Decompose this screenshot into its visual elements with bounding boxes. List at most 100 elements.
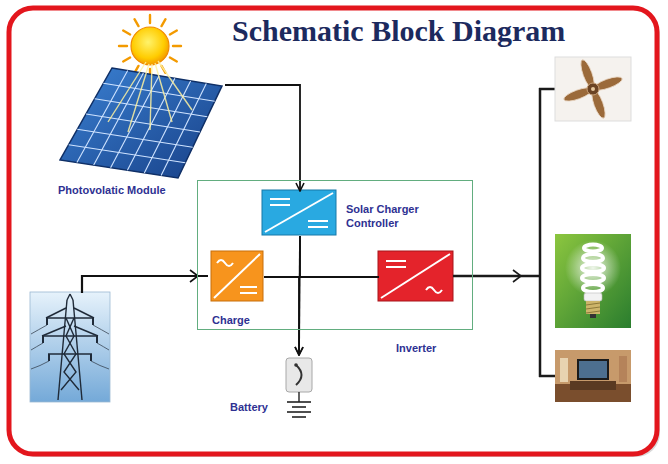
sun-icon (123, 58, 130, 62)
bulb-icon (583, 284, 603, 292)
sun-icon (119, 15, 181, 77)
bulb-icon (584, 245, 602, 252)
converter-symbols (308, 226, 328, 228)
light-beams (108, 61, 192, 132)
label-slot: Solar Charger Controller (346, 203, 438, 231)
block-label: Solar Charger Controller (346, 203, 438, 231)
power-pylon (42, 336, 44, 343)
sun-icon (119, 15, 181, 77)
power-pylon (91, 361, 109, 369)
converter-block: Solar Charger Controller (263, 191, 337, 236)
tv-room-icon (570, 381, 616, 390)
battery-symbol (287, 411, 311, 413)
tv-room-icon (555, 350, 631, 402)
converter-symbols (378, 251, 453, 301)
load-wires (513, 270, 521, 282)
block-label: Inverter (396, 342, 466, 356)
power-pylon (43, 318, 97, 361)
bulb-icon (555, 234, 631, 328)
sun-icon (162, 19, 166, 26)
sun-icon (135, 19, 139, 26)
sun-icon (149, 15, 151, 23)
power-pylon (92, 318, 94, 325)
converter-symbols (211, 190, 453, 301)
tv-room-icon (579, 361, 607, 378)
converter-symbols (426, 287, 442, 293)
power-pylon (42, 335, 98, 336)
solar-panel (86, 114, 200, 132)
power-pylon (42, 294, 98, 400)
power-pylon (31, 343, 43, 350)
bulb-icon (583, 254, 603, 262)
sun-icon (131, 27, 169, 65)
grid-wire (82, 276, 208, 293)
bulb-icon (582, 245, 604, 293)
power-pylon (97, 343, 109, 350)
converter-symbols (381, 254, 450, 298)
power-pylon (42, 326, 66, 336)
power-pylon (46, 308, 66, 318)
power-pylon (31, 325, 109, 369)
tv-room-icon (577, 359, 609, 380)
converter-symbols (211, 251, 263, 301)
light-beams (158, 61, 192, 110)
label-slot: Battery (230, 401, 280, 415)
converter-symbols (381, 254, 450, 298)
battery-symbol (298, 392, 299, 402)
load-wires (453, 88, 555, 377)
converter-symbols (240, 286, 257, 288)
solar-panel (77, 129, 192, 147)
battery-symbol (292, 406, 306, 408)
solar-panel (103, 83, 214, 101)
power-pylon (30, 292, 110, 402)
load-wires (453, 275, 540, 278)
light-beams (150, 64, 152, 130)
battery-symbol (287, 401, 311, 403)
light-beams (128, 64, 149, 132)
fan-icon (587, 83, 599, 95)
converter-symbols (386, 260, 406, 262)
bulb-icon (586, 303, 600, 313)
light-beams (155, 63, 172, 122)
bulb-icon (586, 301, 600, 314)
converter-symbols (270, 198, 290, 200)
converter-symbols (308, 220, 328, 222)
fan-icon (591, 87, 595, 91)
power-connector (225, 85, 300, 191)
title-slot: Schematic Block Diagram (232, 13, 565, 49)
power-pylon (64, 318, 79, 390)
converter-symbols (265, 193, 333, 232)
enclosure-box: Solar Charger ControllerChargeInverter (197, 180, 473, 330)
label-slot: Inverter (396, 342, 466, 356)
bulb-icon (586, 311, 600, 313)
power-pylon (67, 294, 70, 300)
converter-symbols (386, 266, 406, 268)
block-label: Photovolatic Module (58, 184, 208, 198)
tv-room-icon (560, 358, 568, 382)
battery-symbol (294, 363, 298, 367)
tv-room-icon (619, 356, 627, 382)
battery-symbol (286, 358, 312, 392)
bulb-icon (565, 240, 621, 296)
converter-symbols (262, 190, 336, 235)
power-pylon (90, 354, 92, 361)
converter-block: Photovolatic Module (55, 60, 225, 200)
power-pylon (96, 336, 98, 343)
converter-symbols (240, 292, 257, 294)
diagram-title: Schematic Block Diagram (232, 13, 565, 49)
power-pylon (30, 292, 110, 402)
sun-icon (173, 45, 181, 47)
block-label: Battery (230, 401, 280, 415)
battery-symbol (292, 416, 306, 418)
label-slot: Photovolatic Module (58, 184, 208, 198)
solar-panel (69, 145, 186, 163)
bulb-icon (590, 314, 596, 318)
power-pylon (31, 361, 49, 369)
solar-panel (60, 68, 222, 178)
sun-icon (170, 58, 177, 62)
power-connector (264, 277, 299, 355)
page-frame (9, 8, 660, 457)
converter-symbols (265, 193, 333, 232)
